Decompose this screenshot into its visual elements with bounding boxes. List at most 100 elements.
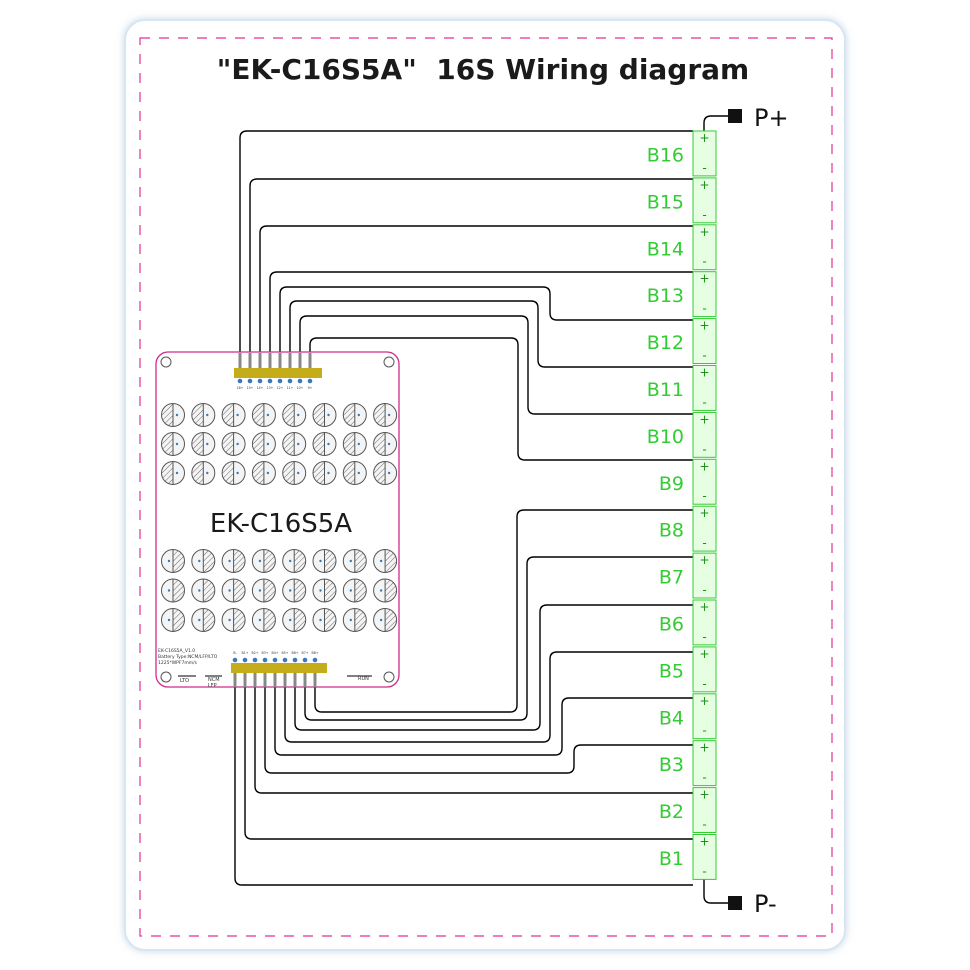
capacitor-icon <box>191 403 216 427</box>
capacitor-icon <box>373 461 398 485</box>
battery-cell: +-B5 <box>659 646 717 693</box>
top-pin-label: 10+ <box>297 386 304 390</box>
pin-pad-icon <box>282 657 288 663</box>
battery-cell: +-B12 <box>647 318 717 365</box>
board-info-line: EK-C16S5A_V1.0 <box>158 648 195 654</box>
wire <box>239 130 693 353</box>
cell-label: B1 <box>659 848 684 870</box>
terminal-block-icon <box>728 896 742 910</box>
capacitor-icon <box>221 578 246 603</box>
top-pin-label: 12+ <box>277 386 284 390</box>
wire <box>274 687 693 756</box>
cell-label: B16 <box>647 144 684 166</box>
pin-pad-icon <box>287 378 293 384</box>
bottom-pin-label: B4+ <box>272 651 279 655</box>
capacitor-icon <box>191 432 216 456</box>
battery-cell: +-B10 <box>647 411 717 458</box>
cell-minus-sign: - <box>702 161 706 175</box>
header-pin <box>298 353 302 368</box>
capacitor-icon <box>251 549 276 573</box>
battery-cell: +-B15 <box>647 177 717 224</box>
wire <box>703 879 728 904</box>
cell-plus-sign: + <box>699 319 709 333</box>
capacitor-icon <box>191 608 216 632</box>
capacitor-icon <box>251 403 276 427</box>
wire <box>284 651 693 743</box>
top-pin-label: 14+ <box>257 386 264 390</box>
battery-cells: +-B16+-B15+-B14+-B13+-B12+-B11+-B10+-B9+… <box>647 130 717 880</box>
cell-label: B3 <box>659 754 684 776</box>
pin-pad-icon <box>252 657 258 663</box>
switch-label-lto: LTO <box>180 678 189 684</box>
diagram-title: "EK-C16S5A" 16S Wiring diagram <box>217 53 749 86</box>
wire <box>244 687 693 840</box>
wire <box>299 315 693 415</box>
capacitor-icon <box>161 461 185 485</box>
pin-pad-icon <box>312 657 318 663</box>
cell-label: B8 <box>659 520 684 542</box>
capacitor-icon <box>282 403 307 427</box>
cell-label: B5 <box>659 660 684 682</box>
capacitor-icon <box>161 608 185 632</box>
top-header-pins: 16+15+14+13+12+11+10+9+ <box>237 353 313 390</box>
capacitor-icon <box>161 432 185 456</box>
wire <box>264 687 693 774</box>
pin-pad-icon <box>272 657 278 663</box>
cell-label: B11 <box>647 379 684 401</box>
header-pin <box>278 353 282 368</box>
cell-label: B4 <box>659 707 684 729</box>
header-pin <box>308 353 312 368</box>
cell-minus-sign: - <box>702 442 706 456</box>
cell-minus-sign: - <box>702 395 706 409</box>
cell-plus-sign: + <box>699 412 709 426</box>
wire <box>314 509 693 713</box>
header-pin <box>288 353 292 368</box>
cell-plus-sign: + <box>699 835 709 849</box>
positive-terminal: P+ <box>728 104 789 132</box>
battery-cell: +-B14 <box>647 224 717 271</box>
mounting-hole-icon <box>160 356 172 368</box>
capacitor-icon <box>221 432 246 456</box>
bottom-pin-label: B7+ <box>302 651 309 655</box>
capacitor-icon <box>251 432 276 456</box>
wire <box>269 271 693 353</box>
mounting-hole-icon <box>160 671 172 683</box>
cell-minus-sign: - <box>702 630 706 644</box>
pin-pad-icon <box>307 378 313 384</box>
cell-minus-sign: - <box>702 583 706 597</box>
bms-board: EK-C16S5A EK-C16S5A_V1.0 Battery Type:NC… <box>155 351 400 689</box>
capacitor-icon <box>342 461 367 485</box>
battery-cell: +-B8 <box>659 505 717 552</box>
header-pin <box>248 353 252 368</box>
battery-cell: +-B7 <box>659 552 717 599</box>
wire <box>289 300 693 368</box>
bottom-pin-label: B6+ <box>292 651 299 655</box>
header-pin <box>263 673 267 687</box>
board-info-line: Battery Type:NCM/LFP/LTO <box>158 654 218 660</box>
capacitor-icon <box>161 403 185 427</box>
capacitor-icon <box>312 432 337 456</box>
header-pin <box>273 673 277 687</box>
bottom-pin-label: B5+ <box>282 651 289 655</box>
switch-label-ncm: NCM <box>208 677 220 683</box>
capacitor-icon <box>191 461 216 485</box>
cell-minus-sign: - <box>702 677 706 691</box>
cell-minus-sign: - <box>702 724 706 738</box>
header-pin <box>313 673 317 687</box>
switch-label-lfp: LFP <box>208 683 217 689</box>
header-pin <box>233 673 237 687</box>
outer-frame <box>124 19 846 951</box>
battery-cell: +-B1 <box>659 834 717 880</box>
pin-pad-icon <box>292 657 298 663</box>
capacitor-icon <box>312 578 337 603</box>
wire <box>259 225 693 353</box>
capacitor-icon <box>342 608 367 632</box>
capacitor-icon <box>282 549 307 573</box>
wire <box>254 687 693 794</box>
capacitor-icon <box>373 549 398 573</box>
mounting-hole-icon <box>383 671 395 683</box>
pin-pad-icon <box>267 378 273 384</box>
bottom-pin-label: B2+ <box>252 651 259 655</box>
terminal-block-icon <box>728 109 742 123</box>
